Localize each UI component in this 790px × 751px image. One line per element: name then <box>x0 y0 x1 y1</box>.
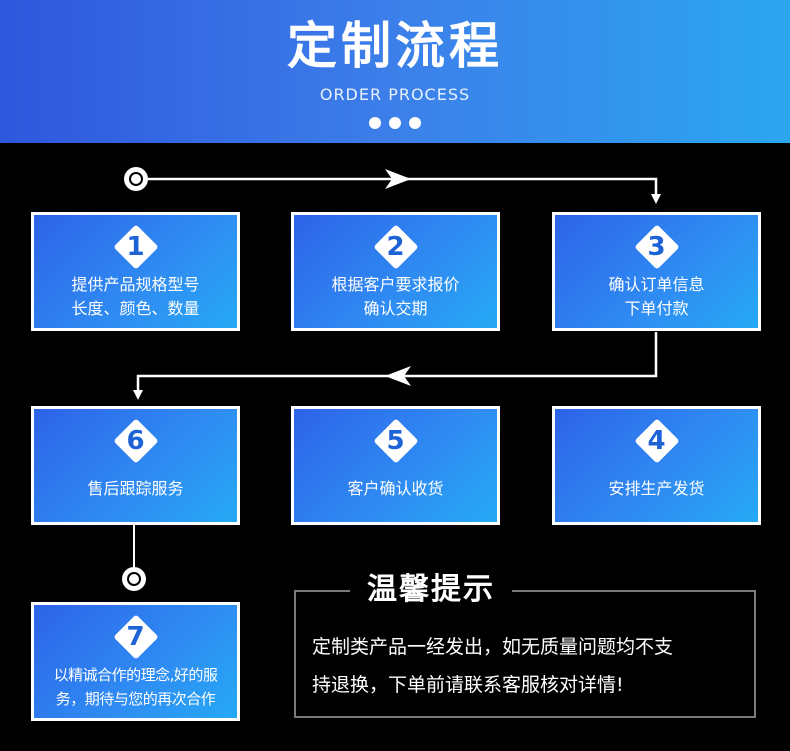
step-text-line: 客户确认收货 <box>347 479 444 498</box>
connector-3-to-6 <box>136 332 658 396</box>
step-badge: 2 <box>372 224 419 270</box>
dot-icon <box>369 117 381 129</box>
step-text-line: 安排生产发货 <box>608 479 705 498</box>
arrow-down-icon <box>133 390 143 400</box>
step-text-line: 确认订单信息 <box>608 275 705 294</box>
arrow-left-icon <box>385 366 411 386</box>
step-card-3: 3 确认订单信息 下单付款 <box>552 212 761 331</box>
step-badge: 7 <box>112 614 159 660</box>
connector-1-to-3 <box>148 177 658 200</box>
step-text: 售后跟踪服务 <box>38 477 233 501</box>
step-text: 以精诚合作的理念,好的服 务，期待与您的再次合作 <box>36 663 235 711</box>
step-card-4: 4 安排生产发货 <box>552 406 761 525</box>
step-text-line: 务，期待与您的再次合作 <box>55 690 216 708</box>
tips-line: 持退换，下单前请联系客服核对详情! <box>312 674 624 696</box>
step-text-line: 售后跟踪服务 <box>87 479 184 498</box>
step-number: 3 <box>647 232 666 262</box>
step-text-line: 下单付款 <box>624 299 689 318</box>
step-number: 4 <box>647 426 666 456</box>
decorative-dots <box>0 114 790 133</box>
dot-icon <box>409 117 421 129</box>
tips-line: 定制类产品一经发出，如无质量问题均不支 <box>312 636 674 658</box>
step-number: 2 <box>386 232 405 262</box>
step-text: 提供产品规格型号 长度、颜色、数量 <box>38 273 233 321</box>
step-card-5: 5 客户确认收货 <box>291 406 500 525</box>
step-badge: 4 <box>633 418 680 464</box>
tips-border-right <box>512 590 756 592</box>
step-text-line: 提供产品规格型号 <box>71 275 200 294</box>
step-text-line: 根据客户要求报价 <box>331 275 460 294</box>
step-badge: 3 <box>633 224 680 270</box>
arrow-right-icon <box>385 169 411 189</box>
step-badge: 1 <box>112 224 159 270</box>
step-text-line: 确认交期 <box>363 299 428 318</box>
step-card-1: 1 提供产品规格型号 长度、颜色、数量 <box>31 212 240 331</box>
step-text-line: 长度、颜色、数量 <box>71 299 200 318</box>
header-banner: 定制流程 ORDER PROCESS <box>0 0 790 143</box>
tips-title: 温馨提示 <box>367 572 495 607</box>
step-text: 安排生产发货 <box>559 477 754 501</box>
step-card-7: 7 以精诚合作的理念,好的服 务，期待与您的再次合作 <box>31 602 240 721</box>
step-badge: 5 <box>372 418 419 464</box>
step-number: 6 <box>126 426 145 456</box>
arrow-down-icon <box>651 194 661 204</box>
step-card-6: 6 售后跟踪服务 <box>31 406 240 525</box>
tips-text: 定制类产品一经发出，如无质量问题均不支 持退换，下单前请联系客服核对详情! <box>312 628 742 704</box>
step-number: 5 <box>386 426 405 456</box>
step-text-line: 以精诚合作的理念,好的服 <box>53 666 218 684</box>
tips-box <box>294 590 756 718</box>
step-text: 确认订单信息 下单付款 <box>559 273 754 321</box>
dot-icon <box>389 117 401 129</box>
step-card-2: 2 根据客户要求报价 确认交期 <box>291 212 500 331</box>
page-subtitle: ORDER PROCESS <box>319 85 471 104</box>
step-text: 客户确认收货 <box>298 477 493 501</box>
step-badge: 6 <box>112 418 159 464</box>
step-text: 根据客户要求报价 确认交期 <box>298 273 493 321</box>
step-number: 7 <box>126 622 145 652</box>
step-number: 1 <box>126 232 145 262</box>
tips-border-left <box>294 590 350 592</box>
page-title: 定制流程 <box>287 17 503 75</box>
